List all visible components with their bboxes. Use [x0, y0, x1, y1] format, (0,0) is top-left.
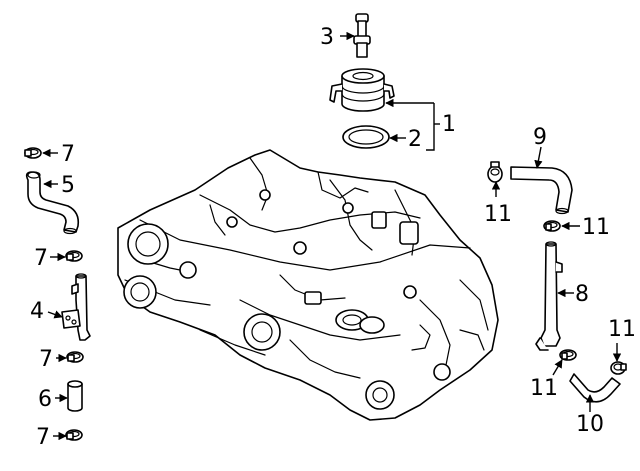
part-11-clamp-c: [559, 349, 577, 361]
part-11-clamp-a: [487, 161, 503, 183]
callout-7d: 7: [36, 425, 50, 450]
callout-3: 3: [320, 25, 334, 50]
callout-11c: 11: [530, 376, 558, 401]
leader-lines: [42, 31, 622, 441]
part-8-pipe: [535, 241, 563, 351]
callout-11b: 11: [582, 215, 610, 240]
part-7-clamp-b: [65, 250, 83, 262]
engine-block: [117, 149, 499, 421]
callout-7b: 7: [34, 246, 48, 271]
callout-10: 10: [576, 412, 604, 437]
callout-6: 6: [38, 387, 52, 412]
callout-7c: 7: [39, 347, 53, 372]
part-1-oil-cooler: [329, 68, 395, 112]
part-5-hose: [25, 171, 80, 235]
callout-4: 4: [30, 299, 44, 324]
part-7-clamp-a: [24, 147, 42, 159]
part-6-hose: [67, 380, 83, 412]
callout-1: 1: [442, 112, 456, 137]
part-2-gasket: [342, 125, 390, 149]
callout-11a: 11: [484, 202, 512, 227]
part-7-clamp-c: [66, 351, 84, 363]
callout-8: 8: [575, 282, 589, 307]
callout-7a: 7: [61, 142, 75, 167]
part-4-pipe: [61, 273, 91, 341]
callout-2: 2: [408, 127, 422, 152]
part-10-hose: [569, 373, 621, 403]
callout-9: 9: [533, 125, 547, 150]
part-11-clamp-d: [610, 361, 627, 375]
part-11-clamp-b: [543, 220, 561, 232]
callout-5: 5: [61, 173, 75, 198]
part-9-hose: [510, 166, 573, 215]
part-7-clamp-d: [65, 429, 83, 441]
part-3-bolt: [353, 13, 371, 58]
callout-labels: 3 1 2 9 11 11 8 11 11 10 7 5 7 4 7 6 7: [30, 25, 636, 450]
callout-11d: 11: [608, 317, 636, 342]
